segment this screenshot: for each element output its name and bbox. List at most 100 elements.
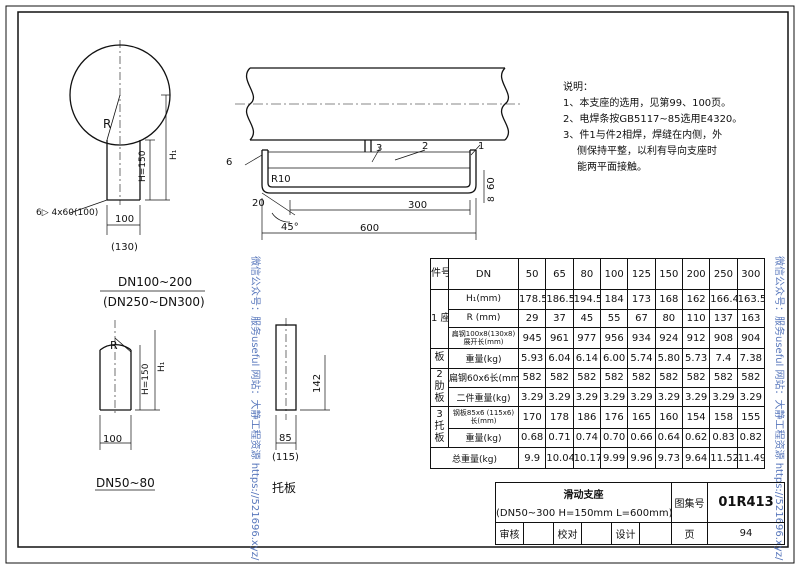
table-cell: 176 [599,405,629,429]
section-view-small [95,320,160,491]
table-cell: 0.62 [681,427,711,449]
table-cell: 163.5 [736,289,766,310]
note-line-3: 3、件1与件2相焊，焊缝在内侧，外 [563,130,723,141]
table-cell: 173 [627,289,656,310]
table-cell: 0.71 [545,427,574,449]
table-cell: 7.4 [709,347,738,369]
section-view-large [69,40,205,292]
table-cell: 162 [681,289,711,310]
table-cell: 5.73 [681,347,711,369]
part-2-callout: 2 [422,141,428,152]
support-plate-view [275,318,330,450]
table-cell: 912 [681,327,711,349]
note-line-2: 2、电焊条按GB5117~85选用E4320。 [563,114,743,125]
h1-label-large: H₁ [169,149,179,160]
width-label-small: 100 [103,434,122,445]
radius-label-large: R [103,117,111,131]
table-cell: 3.29 [681,387,711,407]
row-label: 重量(kg) [448,347,519,369]
height-label-large: H=150 [138,150,148,182]
height-60-label: 60 [486,177,497,190]
design-signature [638,522,673,545]
table-cell: 3.29 [545,387,574,407]
dn-range-small: DN50~80 [96,476,155,490]
table-row: 3 托 板 钢板85x6 (115x6) 长(mm) 170 178 186 1… [430,405,766,449]
table-cell: 55 [599,308,629,329]
length-300-label: 300 [408,200,427,211]
table-row: 2 肋 板 扁钢60x6长(mm) 582 582 582 582 582 58… [430,367,766,407]
elevation-view [235,67,520,240]
table-cell: 10.04 [545,447,574,469]
design-label: 设计 [611,522,640,545]
dn-range-large: DN100~200 [118,275,192,289]
table-cell: 194.5 [572,289,601,310]
table-cell: 0.70 [599,427,629,449]
table-cell: 0.74 [572,427,601,449]
table-cell: 186 [572,405,601,429]
dn-200: 200 [681,257,711,291]
table-cell: 3.29 [627,387,656,407]
table-cell: 3.29 [599,387,629,407]
table-cell: 0.64 [654,427,683,449]
height-label-small: H=150 [141,363,151,395]
table-cell: 37 [545,308,574,329]
table-cell: 10.17 [572,447,601,469]
dn-65: 65 [545,257,574,291]
check-label: 校对 [553,522,582,545]
row-label: 重量(kg) [448,427,519,449]
total-label: 总重量(kg) [430,447,519,469]
table-cell: 11.49 [736,447,766,469]
table-cell: 154 [681,405,711,429]
table-cell: 582 [545,367,574,389]
table-cell: 178 [545,405,574,429]
table-cell: 0.83 [709,427,738,449]
table-cell: 165 [627,405,656,429]
table-cell: 904 [736,327,766,349]
table-cell: 6.04 [545,347,574,369]
h1-label-small: H₁ [157,361,167,372]
table-cell: 582 [627,367,656,389]
notes-block: 说明： 1、本支座的选用，见第99、100页。 2、电焊条按GB5117~85选… [563,80,743,176]
table-cell: 178.5 [517,289,547,310]
width-label-large: 100 [115,214,134,225]
group-3-label: 3 托 板 [430,405,449,449]
table-cell: 6.00 [599,347,629,369]
length-600-label: 600 [360,223,379,234]
note-line-1: 1、本支座的选用，见第99、100页。 [563,98,732,109]
row-label: 扁钢60x6长(mm) [448,367,519,389]
table-row: 板 重量(kg) 5.93 6.04 6.14 6.00 5.74 5.80 5… [430,347,766,369]
dn-125: 125 [627,257,656,291]
table-cell: 9.9 [517,447,547,469]
table-cell: 3.29 [654,387,683,407]
table-cell: 137 [709,308,738,329]
note-line-5: 能两平面接触。 [577,162,647,173]
table-cell: 158 [709,405,738,429]
dn-250: 250 [709,257,738,291]
check-signature [581,522,612,545]
page-number: 94 [707,522,785,545]
group-1-label: 1 座 [430,289,449,349]
outer-frame [5,5,795,564]
dn-range-large-alt: (DN250~DN300) [103,295,205,309]
header-part-no: 件号 [430,257,449,291]
table-cell: 977 [572,327,601,349]
row-label: H₁(mm) [448,289,519,310]
plate-height-label: 142 [312,374,323,393]
row-label: 扁钢100x8(130x8) 展开长(mm) [448,327,519,349]
bend-radius-label: R10 [271,174,291,185]
table-row: 扁钢100x8(130x8) 展开长(mm) 945 961 977 956 9… [431,327,766,349]
table-cell: 582 [599,367,629,389]
table-cell: 6.14 [572,347,601,369]
table-cell: 934 [627,327,656,349]
table-cell: 170 [517,405,547,429]
table-cell: 3.29 [736,387,766,407]
table-cell: 9.64 [681,447,711,469]
table-cell: 3.29 [709,387,738,407]
table-cell: 163 [736,308,766,329]
row-label: 钢板85x6 (115x6) 长(mm) [448,405,519,429]
row-label: R (mm) [448,308,519,329]
weld-size-label: 6 [226,157,232,168]
table-cell: 45 [572,308,601,329]
group-1-label-cont: 板 [430,347,449,369]
table-cell: 186.5 [545,289,574,310]
